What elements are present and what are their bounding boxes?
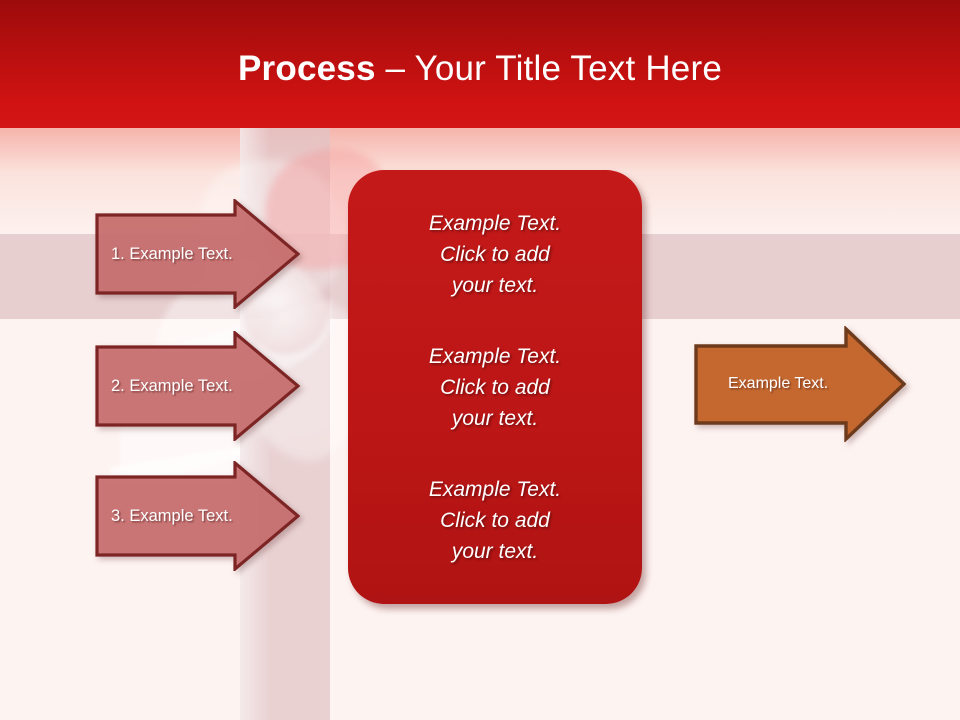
arrow-right-shape-icon [95, 199, 300, 309]
center-content-panel[interactable]: Example Text. Click to add your text. Ex… [348, 170, 642, 604]
page-title-strong: Process [238, 49, 376, 88]
input-arrow-1-label: 1. Example Text. [111, 244, 233, 263]
arrow-right-shape-icon [694, 326, 906, 442]
input-arrow-1[interactable]: 1. Example Text. [95, 199, 300, 309]
input-arrow-3[interactable]: 3. Example Text. [95, 461, 300, 571]
output-arrow-label: Example Text. [728, 375, 829, 392]
panel-text-block-1: Example Text. Click to add your text. [428, 211, 562, 297]
title-banner [0, 0, 960, 128]
output-arrow[interactable]: Example Text. [694, 326, 906, 442]
page-title-rest: – Your Title Text Here [375, 49, 722, 88]
page-title: Process – Your Title Text Here [0, 47, 960, 91]
arrow-right-shape-icon [95, 331, 300, 441]
input-arrow-2[interactable]: 2. Example Text. [95, 331, 300, 441]
panel-text-block-2: Example Text. Click to add your text. [428, 344, 562, 430]
arrow-right-shape-icon [95, 461, 300, 571]
panel-text-block-3: Example Text. Click to add your text. [428, 477, 562, 563]
panel-spacer [374, 434, 616, 474]
input-arrow-2-label: 2. Example Text. [111, 376, 233, 395]
input-arrow-3-label: 3. Example Text. [111, 506, 233, 525]
panel-spacer [374, 301, 616, 341]
